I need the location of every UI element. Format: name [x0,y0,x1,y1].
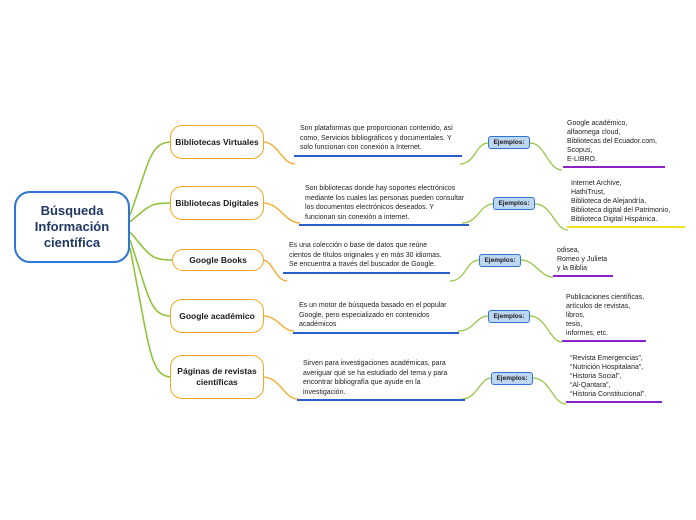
description-underline [297,399,465,401]
description-paginas-revistas: Sirven para investigaciones académicas, … [297,359,465,401]
examples-underline [562,340,646,342]
connector-root-digitales [129,202,173,223]
example-item: Biblioteca de Alejandría, [571,198,647,205]
connector-desc-ej-3 [449,259,480,282]
ejemplos-label: Ejemplos: [484,257,516,264]
topic-label: Páginas de revistas científicas [177,366,257,387]
ejemplos-button-3[interactable]: Ejemplos: [479,254,521,267]
examples-google-academico: Publicaciones científicas, artículos de … [562,293,656,342]
description-google-books: Es una colección o base de datos que reú… [283,241,450,274]
example-item: y la Biblia [557,265,587,272]
ejemplos-button-1[interactable]: Ejemplos: [488,136,530,149]
description-google-academico: Es un motor de búsqueda basado en el pop… [293,301,459,334]
root-topic[interactable]: Búsqueda Información científica [14,191,130,263]
example-item: alfaomega cloud, [567,129,621,136]
example-item: “Revista Emergencias”, [570,355,643,362]
example-item: Google académico, [567,120,628,127]
description-text: Sirven para investigaciones académicas, … [303,360,448,396]
connector-cat-desc-5 [262,376,299,400]
connector-desc-ej-4 [457,315,489,332]
example-item: “Nutrición Hospitalaria”, [570,364,644,371]
example-item: odisea, [557,247,580,254]
examples-underline [566,401,662,403]
example-item: Internet Archive, [571,180,622,187]
connector-cat-desc-1 [262,141,296,165]
root-title: Búsqueda Información científica [34,203,110,250]
connector-cat-desc-2 [262,202,301,224]
ejemplos-label: Ejemplos: [498,200,530,207]
connector-root-academico [129,239,173,317]
description-text: Es una colección o base de datos que reú… [289,242,442,268]
example-item: “Historia Constitucional”. [570,391,647,398]
topic-label: Google académico [179,310,255,321]
example-item: Biblioteca digital del Patrimonio, [571,207,671,214]
example-item: Bibliotecas del Ecuador.com, [567,138,657,145]
connector-desc-ej-5 [461,377,492,400]
description-text: Son bibliotecas donde hay soportes elect… [305,185,465,221]
topic-label: Bibliotecas Virtuales [175,136,259,147]
example-item: “Historia Social”, [570,373,622,380]
topic-google-books[interactable]: Google Books [172,249,264,271]
example-item: informes, etc. [566,330,609,337]
connector-desc-ej-2 [461,203,494,224]
example-item: “Al-Qantara”, [570,382,611,389]
ejemplos-button-2[interactable]: Ejemplos: [493,197,535,210]
topic-bibliotecas-digitales[interactable]: Bibliotecas Digitales [170,186,264,220]
examples-google-books: odisea, Romeo y Julieta y la Biblia [553,246,617,277]
ejemplos-button-5[interactable]: Ejemplos: [491,372,533,385]
examples-underline [567,226,685,228]
description-underline [283,271,450,274]
examples-bibliotecas-virtuales: Google académico, alfaomega cloud, Bibli… [563,119,677,168]
description-text: Es un motor de búsqueda basado en el pop… [299,302,447,328]
connector-root-virtuales [129,141,173,216]
example-item: libros, [566,312,585,319]
ejemplos-label: Ejemplos: [493,313,525,320]
example-item: Publicaciones científicas, [566,294,645,301]
example-item: HathiTrust, [571,189,605,196]
ejemplos-label: Ejemplos: [496,375,528,382]
connector-ej-ex-1 [529,142,563,171]
topic-paginas-revistas[interactable]: Páginas de revistas científicas [170,355,264,399]
topic-label: Google Books [189,254,247,265]
description-underline [299,224,469,226]
topic-google-academico[interactable]: Google académico [170,299,264,333]
ejemplos-label: Ejemplos: [493,139,525,146]
example-item: artículos de revistas, [566,303,631,310]
example-item: E-LIBRO. [567,156,597,163]
description-text: Son plataformas que proporcionan conteni… [300,125,453,151]
examples-underline [563,166,665,168]
description-underline [294,154,462,157]
connector-root-books [129,231,173,261]
connector-root-revistas [129,247,173,378]
example-item: Scopus, [567,147,593,154]
topic-bibliotecas-virtuales[interactable]: Bibliotecas Virtuales [170,125,264,159]
connector-ej-ex-5 [532,377,567,405]
connector-cat-desc-3 [262,259,288,282]
description-bibliotecas-digitales: Son bibliotecas donde hay soportes elect… [299,184,469,226]
connector-desc-ej-1 [459,142,489,165]
description-bibliotecas-virtuales: Son plataformas que proporcionan conteni… [294,124,462,157]
topic-label: Bibliotecas Digitales [175,197,259,208]
examples-bibliotecas-digitales: Internet Archive, HathiTrust, Biblioteca… [567,179,689,228]
ejemplos-button-4[interactable]: Ejemplos: [488,310,530,323]
connector-cat-desc-4 [262,315,295,332]
examples-paginas-revistas: “Revista Emergencias”, “Nutrición Hospit… [566,354,670,403]
example-item: Romeo y Julieta [557,256,608,263]
connector-ej-ex-3 [520,259,554,278]
example-item: tesis, [566,321,583,328]
example-item: Biblioteca Digital Hispánica. [571,216,658,223]
examples-underline [553,275,613,277]
description-underline [293,331,459,334]
connector-ej-ex-4 [529,315,563,343]
connector-ej-ex-2 [534,203,569,231]
